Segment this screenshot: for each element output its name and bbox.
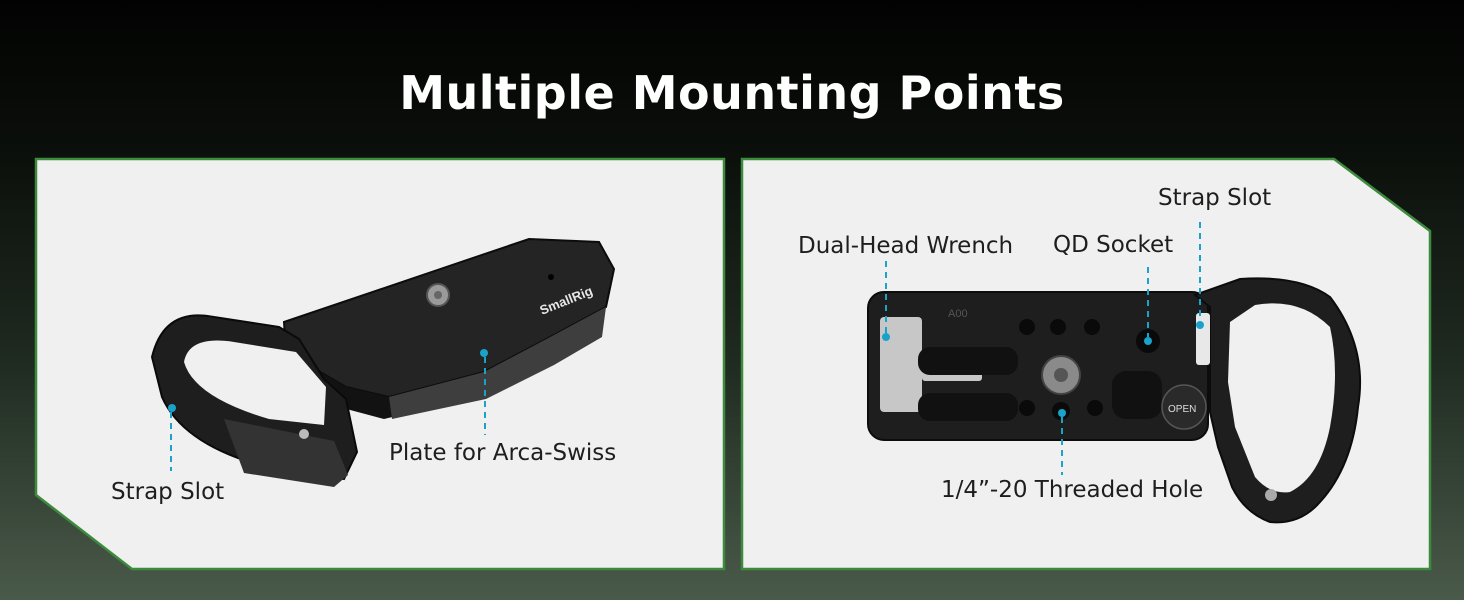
camera-cage-angled-image: SmallRig [150, 237, 616, 487]
label-qd-socket: QD Socket [1053, 232, 1174, 258]
right-product-panel: OPEN A00 Strap Slot Dual-Head Wrench QD … [740, 157, 1432, 571]
latch-open-engraving: OPEN [1168, 404, 1196, 415]
plate-engraving: A00 [948, 308, 968, 320]
left-product-panel: SmallRig Strap Slot Plate for Arca-Swiss [34, 157, 726, 571]
label-strap-slot-left: Strap Slot [111, 479, 225, 505]
camera-cage-bottom-image: OPEN A00 [867, 222, 1362, 524]
label-threaded-hole: 1/4”-20 Threaded Hole [941, 477, 1204, 503]
page-title: Multiple Mounting Points [399, 66, 1065, 120]
label-arca-swiss-plate: Plate for Arca-Swiss [389, 440, 617, 466]
label-dual-head-wrench: Dual-Head Wrench [798, 233, 1014, 259]
label-strap-slot-right: Strap Slot [1158, 185, 1272, 211]
